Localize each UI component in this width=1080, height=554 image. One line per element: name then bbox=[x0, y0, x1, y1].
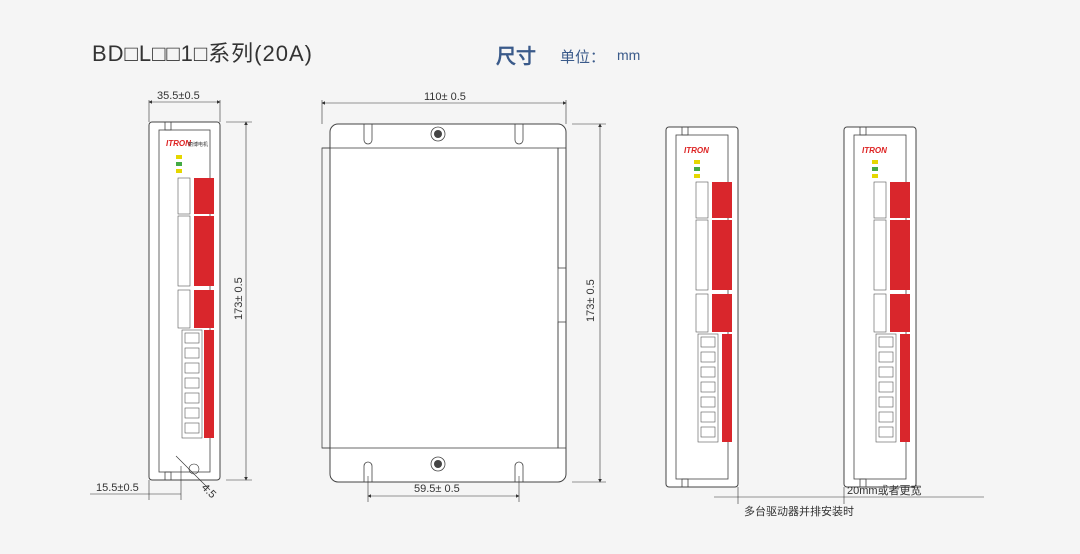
page-title: BD□L□□1□系列(20A) bbox=[92, 41, 313, 66]
side-width-dim: 35.5±0.5 bbox=[157, 90, 200, 102]
front-height-dim: 173± 0.5 bbox=[585, 279, 597, 322]
section-title: 尺寸 bbox=[496, 46, 536, 68]
front-view-housing: 110± 0.5 173± 0.5 59.5± 0.5 bbox=[321, 91, 606, 502]
svg-text:ITRON: ITRON bbox=[862, 146, 887, 155]
brand-cn: 丽博电机 bbox=[188, 141, 208, 148]
hole-dia-dim: 4.5 bbox=[199, 482, 218, 501]
side-height-dim: 173± 0.5 bbox=[233, 277, 245, 320]
front-width-dim: 110± 0.5 bbox=[424, 91, 466, 103]
unit-label: 单位： bbox=[560, 49, 606, 66]
unit-value: mm bbox=[617, 47, 641, 63]
front-hole-spacing-dim: 59.5± 0.5 bbox=[414, 483, 460, 495]
driver-unit-b: ITRON bbox=[843, 126, 917, 488]
spacing-note: 20mm或者更宽 bbox=[847, 483, 922, 497]
brand-logo: ITRON bbox=[166, 139, 191, 148]
spacing-annotation: 20mm或者更宽 多台驱动器并排安装时 bbox=[714, 483, 984, 518]
svg-text:ITRON: ITRON bbox=[684, 146, 709, 155]
driver-unit-a: ITRON bbox=[665, 126, 739, 488]
side-bottom-offset-dim: 15.5±0.5 bbox=[96, 482, 139, 494]
side-view-driver: 35.5±0.5 ITRON 丽博电机 173± 0.5 bbox=[90, 90, 252, 501]
install-note: 多台驱动器并排安装时 bbox=[744, 504, 854, 518]
